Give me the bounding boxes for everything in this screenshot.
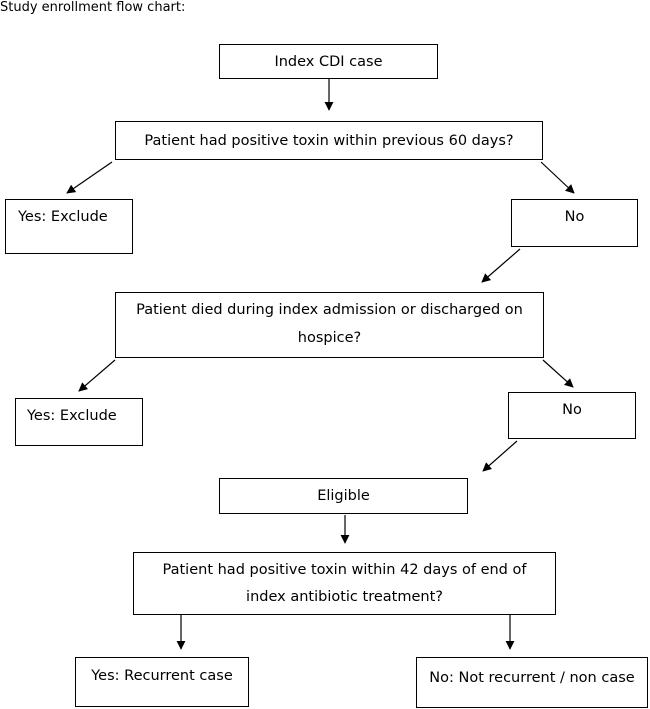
died-hospice-question-box: Patient died during index admission or d… (115, 292, 544, 358)
recurrence-question-box: Patient had positive toxin within 42 day… (133, 552, 556, 615)
prior-toxin-yes-exclude-box: Yes: Exclude (5, 199, 133, 254)
recurrence-question-line1: Patient had positive toxin within 42 day… (162, 562, 527, 578)
died-hospice-question-line2: hospice? (297, 330, 362, 346)
arrow-prior-toxin-to-no (540, 161, 575, 194)
recurrent-case-label: Yes: Recurrent case (91, 668, 233, 684)
prior-toxin-question-label: Patient had positive toxin within previo… (144, 133, 514, 149)
arrow-prior-toxin-to-yes (66, 161, 113, 194)
eligible-box: Eligible (219, 478, 468, 514)
recurrent-case-box: Yes: Recurrent case (75, 657, 249, 707)
died-hospice-yes-exclude-label: Yes: Exclude (27, 408, 117, 424)
recurrence-question-line2: index antibiotic treatment? (246, 589, 443, 605)
prior-toxin-question-box: Patient had positive toxin within previo… (115, 121, 543, 160)
eligible-label: Eligible (317, 488, 370, 504)
flowchart-caption: Study enrollment flow chart: (0, 0, 186, 15)
prior-toxin-yes-exclude-label: Yes: Exclude (18, 209, 108, 225)
not-recurrent-label: No: Not recurrent / non case (429, 670, 635, 686)
prior-toxin-no-label: No (564, 209, 585, 225)
died-hospice-no-box: No (508, 392, 636, 439)
arrow-no-to-eligible (482, 440, 518, 472)
arrow-died-hospice-to-yes (78, 359, 116, 392)
died-hospice-no-label: No (562, 402, 582, 418)
arrow-died-hospice-to-no (542, 359, 574, 388)
died-hospice-yes-exclude-box: Yes: Exclude (15, 398, 143, 446)
arrow-no-to-died-hospice (481, 248, 521, 283)
index-cdi-case-label: Index CDI case (274, 54, 383, 70)
not-recurrent-box: No: Not recurrent / non case (416, 657, 648, 708)
prior-toxin-no-box: No (511, 199, 638, 247)
died-hospice-question-line1: Patient died during index admission or d… (136, 302, 523, 318)
index-cdi-case-box: Index CDI case (219, 44, 438, 79)
